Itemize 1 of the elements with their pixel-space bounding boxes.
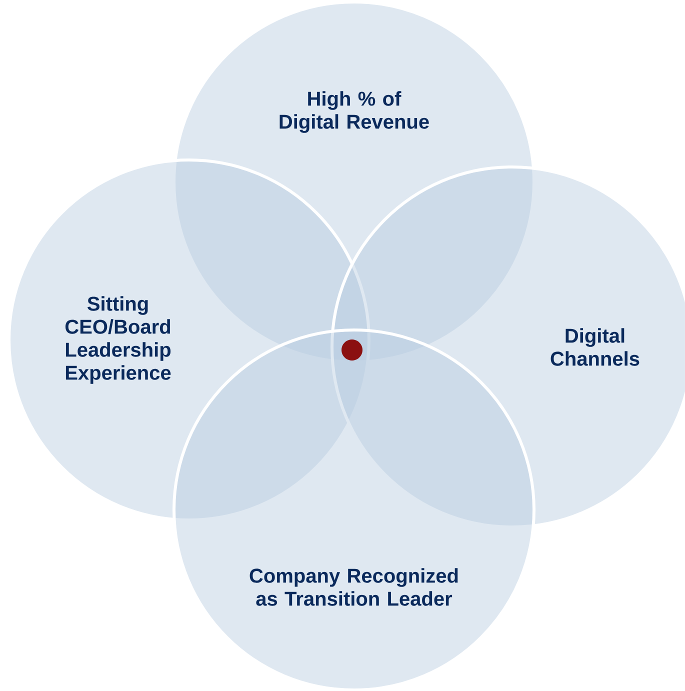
center-dot [342,340,362,360]
